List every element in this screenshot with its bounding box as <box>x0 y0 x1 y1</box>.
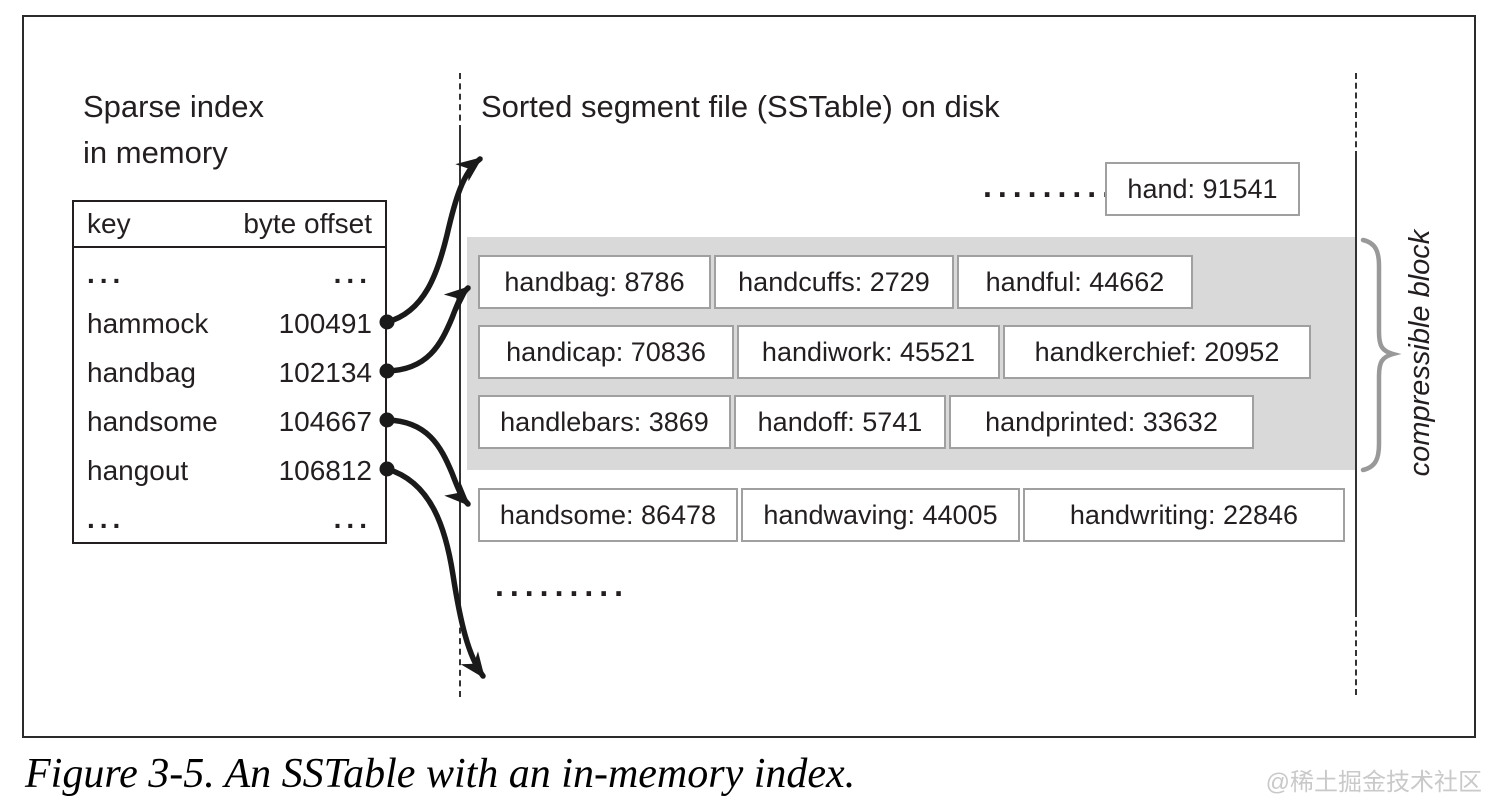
sparse-index-title: Sparse index in memory <box>83 84 264 176</box>
offset-cell: 104667 <box>278 405 372 437</box>
kv-box-handcuffs: handcuffs: 2729 <box>714 255 954 309</box>
index-table: key byte offset ... ... hammock 100491 h… <box>72 200 387 544</box>
key-cell: ... <box>87 502 126 534</box>
key-cell: handsome <box>87 405 218 437</box>
kv-box-handiwork: handiwork: 45521 <box>737 325 1000 379</box>
sparse-index-title-line1: Sparse index <box>83 89 264 124</box>
key-cell: hammock <box>87 307 209 339</box>
kv-box-handbag: handbag: 8786 <box>478 255 711 309</box>
right-boundary-line-top-dash <box>1355 73 1357 157</box>
index-table-header: key byte offset <box>74 202 385 248</box>
offset-cell: ... <box>333 257 372 289</box>
offset-cell: 102134 <box>278 356 372 388</box>
kv-box-handwriting: handwriting: 22846 <box>1023 488 1345 542</box>
kv-box-handicap: handicap: 70836 <box>478 325 734 379</box>
ellipsis-bottom: ......... <box>495 567 630 603</box>
right-boundary-line-bottom-dash <box>1355 611 1357 695</box>
kv-box-handoff: handoff: 5741 <box>734 395 946 449</box>
kv-box-handwaving: handwaving: 44005 <box>741 488 1020 542</box>
column-header-byte-offset: byte offset <box>243 208 372 239</box>
index-row-ellipsis-bottom: ... ... <box>74 495 385 542</box>
kv-box-handkerchief: handkerchief: 20952 <box>1003 325 1311 379</box>
sparse-index-title-line2: in memory <box>83 135 228 170</box>
key-cell: hangout <box>87 454 189 486</box>
kv-box-handlebars: handlebars: 3869 <box>478 395 731 449</box>
key-cell: handbag <box>87 356 197 388</box>
kv-box-handful: handful: 44662 <box>957 255 1193 309</box>
watermark: @稀土掘金技术社区 <box>1265 769 1482 796</box>
compressible-block-label: compressible block <box>1404 229 1436 477</box>
index-row-ellipsis-top: ... ... <box>74 248 385 299</box>
kv-box-hand: hand: 91541 <box>1105 162 1300 216</box>
ellipsis-top: ......... <box>983 168 1118 204</box>
left-boundary-line-top-dash <box>459 73 461 131</box>
index-row-handsome: handsome 104667 <box>74 397 385 446</box>
index-row-handbag: handbag 102134 <box>74 348 385 397</box>
kv-box-handsome: handsome: 86478 <box>478 488 738 542</box>
kv-box-handprinted: handprinted: 33632 <box>949 395 1254 449</box>
left-boundary-line-bottom-dash <box>459 617 461 697</box>
offset-cell: 100491 <box>278 307 372 339</box>
column-header-key: key <box>87 208 131 239</box>
key-cell: ... <box>87 257 126 289</box>
right-boundary-line-solid <box>1355 156 1357 612</box>
left-boundary-line-solid <box>459 130 461 617</box>
sstable-title: Sorted segment file (SSTable) on disk <box>481 89 1000 124</box>
offset-cell: 106812 <box>278 454 372 486</box>
index-row-hangout: hangout 106812 <box>74 446 385 495</box>
index-row-hammock: hammock 100491 <box>74 299 385 348</box>
figure-caption: Figure 3-5. An SSTable with an in-memory… <box>25 751 856 797</box>
offset-cell: ... <box>333 502 372 534</box>
